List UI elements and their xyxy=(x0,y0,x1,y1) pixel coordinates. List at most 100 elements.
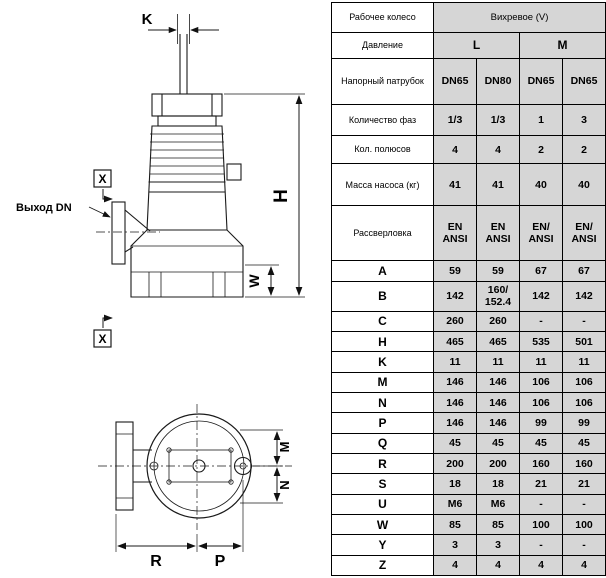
cell-value: 106 xyxy=(519,371,563,394)
row-label: Количество фаз xyxy=(331,103,434,136)
cell-value: - xyxy=(561,534,606,556)
cell-value: 4 xyxy=(561,554,606,577)
cell-value: 146 xyxy=(476,371,520,394)
cell-value: 1/3 xyxy=(433,103,477,136)
cell-value: 260 xyxy=(433,310,477,333)
row-label: W xyxy=(331,513,434,536)
cell-value: 100 xyxy=(561,513,606,536)
cell-value: DN80 xyxy=(476,58,520,105)
row-label: A xyxy=(331,260,434,282)
cell-value: 535 xyxy=(519,331,563,353)
row-label: Давление xyxy=(331,31,434,60)
cell-value: 4 xyxy=(433,134,477,165)
dim-label-r: R xyxy=(150,553,162,570)
cell-value: 11 xyxy=(561,351,606,373)
row-label: Z xyxy=(331,554,434,577)
cell-value: 3 xyxy=(433,534,477,556)
cell-value: EN/ ANSI xyxy=(519,205,563,262)
cell-value: 99 xyxy=(519,412,563,434)
cell-value: EN ANSI xyxy=(476,205,520,262)
cell-value: 45 xyxy=(561,432,606,454)
row-label: S xyxy=(331,473,434,495)
cell-value: 146 xyxy=(476,391,520,414)
cell-value: 160/ 152.4 xyxy=(476,280,520,312)
cell-value: 59 xyxy=(433,260,477,282)
cell-value: 2 xyxy=(561,134,606,165)
table-header-rows: Рабочее колесо Вихревое (V) Давление L M xyxy=(331,2,606,60)
cell-value: 142 xyxy=(561,280,606,312)
cell-value: - xyxy=(561,493,606,515)
cell-value: 85 xyxy=(433,513,477,536)
cell-value: 4 xyxy=(433,554,477,577)
row-label: Кол. полюсов xyxy=(331,134,434,165)
cell-value: 11 xyxy=(519,351,563,373)
cell-value: 11 xyxy=(476,351,520,373)
outlet-label: Выход DN xyxy=(16,202,72,214)
dimension-table: Рабочее колесо Вихревое (V) Давление L M… xyxy=(331,2,606,577)
cell-value: EN/ ANSI xyxy=(561,205,606,262)
cell-value: 67 xyxy=(561,260,606,282)
cell-value: 142 xyxy=(433,280,477,312)
cell-value: 200 xyxy=(433,452,477,475)
row-label: P xyxy=(331,412,434,434)
cell-value: 85 xyxy=(476,513,520,536)
cell-value: 146 xyxy=(433,412,477,434)
cell-value: - xyxy=(561,310,606,333)
row-label: M xyxy=(331,371,434,394)
cell-value: 4 xyxy=(476,554,520,577)
row-label: B xyxy=(331,280,434,312)
cell-value: - xyxy=(519,310,563,333)
cell-value: 3 xyxy=(476,534,520,556)
dim-label-k: K xyxy=(142,11,153,28)
cell-value: 106 xyxy=(561,391,606,414)
row-label: Рабочее колесо xyxy=(331,2,434,33)
cell-value: DN65 xyxy=(519,58,563,105)
cell-value: 2 xyxy=(519,134,563,165)
dim-label-h: H xyxy=(271,189,292,203)
cell-value: 146 xyxy=(433,391,477,414)
dim-label-w: W xyxy=(246,274,262,288)
row-label: Рассверловка xyxy=(331,205,434,262)
pump-side-view xyxy=(88,14,305,348)
pump-bottom-view xyxy=(98,404,292,552)
cell-value: - xyxy=(519,534,563,556)
dim-label-n: N xyxy=(277,480,292,489)
cell-value: 160 xyxy=(519,452,563,475)
cell-value: 59 xyxy=(476,260,520,282)
cell-value: 146 xyxy=(433,371,477,394)
cell-value: 1 xyxy=(519,103,563,136)
cell-value: 41 xyxy=(476,163,520,207)
cell-value: DN65 xyxy=(433,58,477,105)
cell-value: 40 xyxy=(519,163,563,207)
cell-value: 100 xyxy=(519,513,563,536)
cell-value: 4 xyxy=(519,554,563,577)
dim-label-p: P xyxy=(215,553,226,570)
row-label: H xyxy=(331,331,434,353)
cell-value: M xyxy=(518,31,606,60)
cell-value: 45 xyxy=(433,432,477,454)
cell-value: 200 xyxy=(476,452,520,475)
cell-value: 160 xyxy=(561,452,606,475)
section-marker-x-bottom: X xyxy=(98,332,106,346)
cell-value: 146 xyxy=(476,412,520,434)
cell-value: 1/3 xyxy=(476,103,520,136)
cell-value: 465 xyxy=(476,331,520,353)
cell-value: 18 xyxy=(433,473,477,495)
row-label: Масса насоса (кг) xyxy=(331,163,434,207)
